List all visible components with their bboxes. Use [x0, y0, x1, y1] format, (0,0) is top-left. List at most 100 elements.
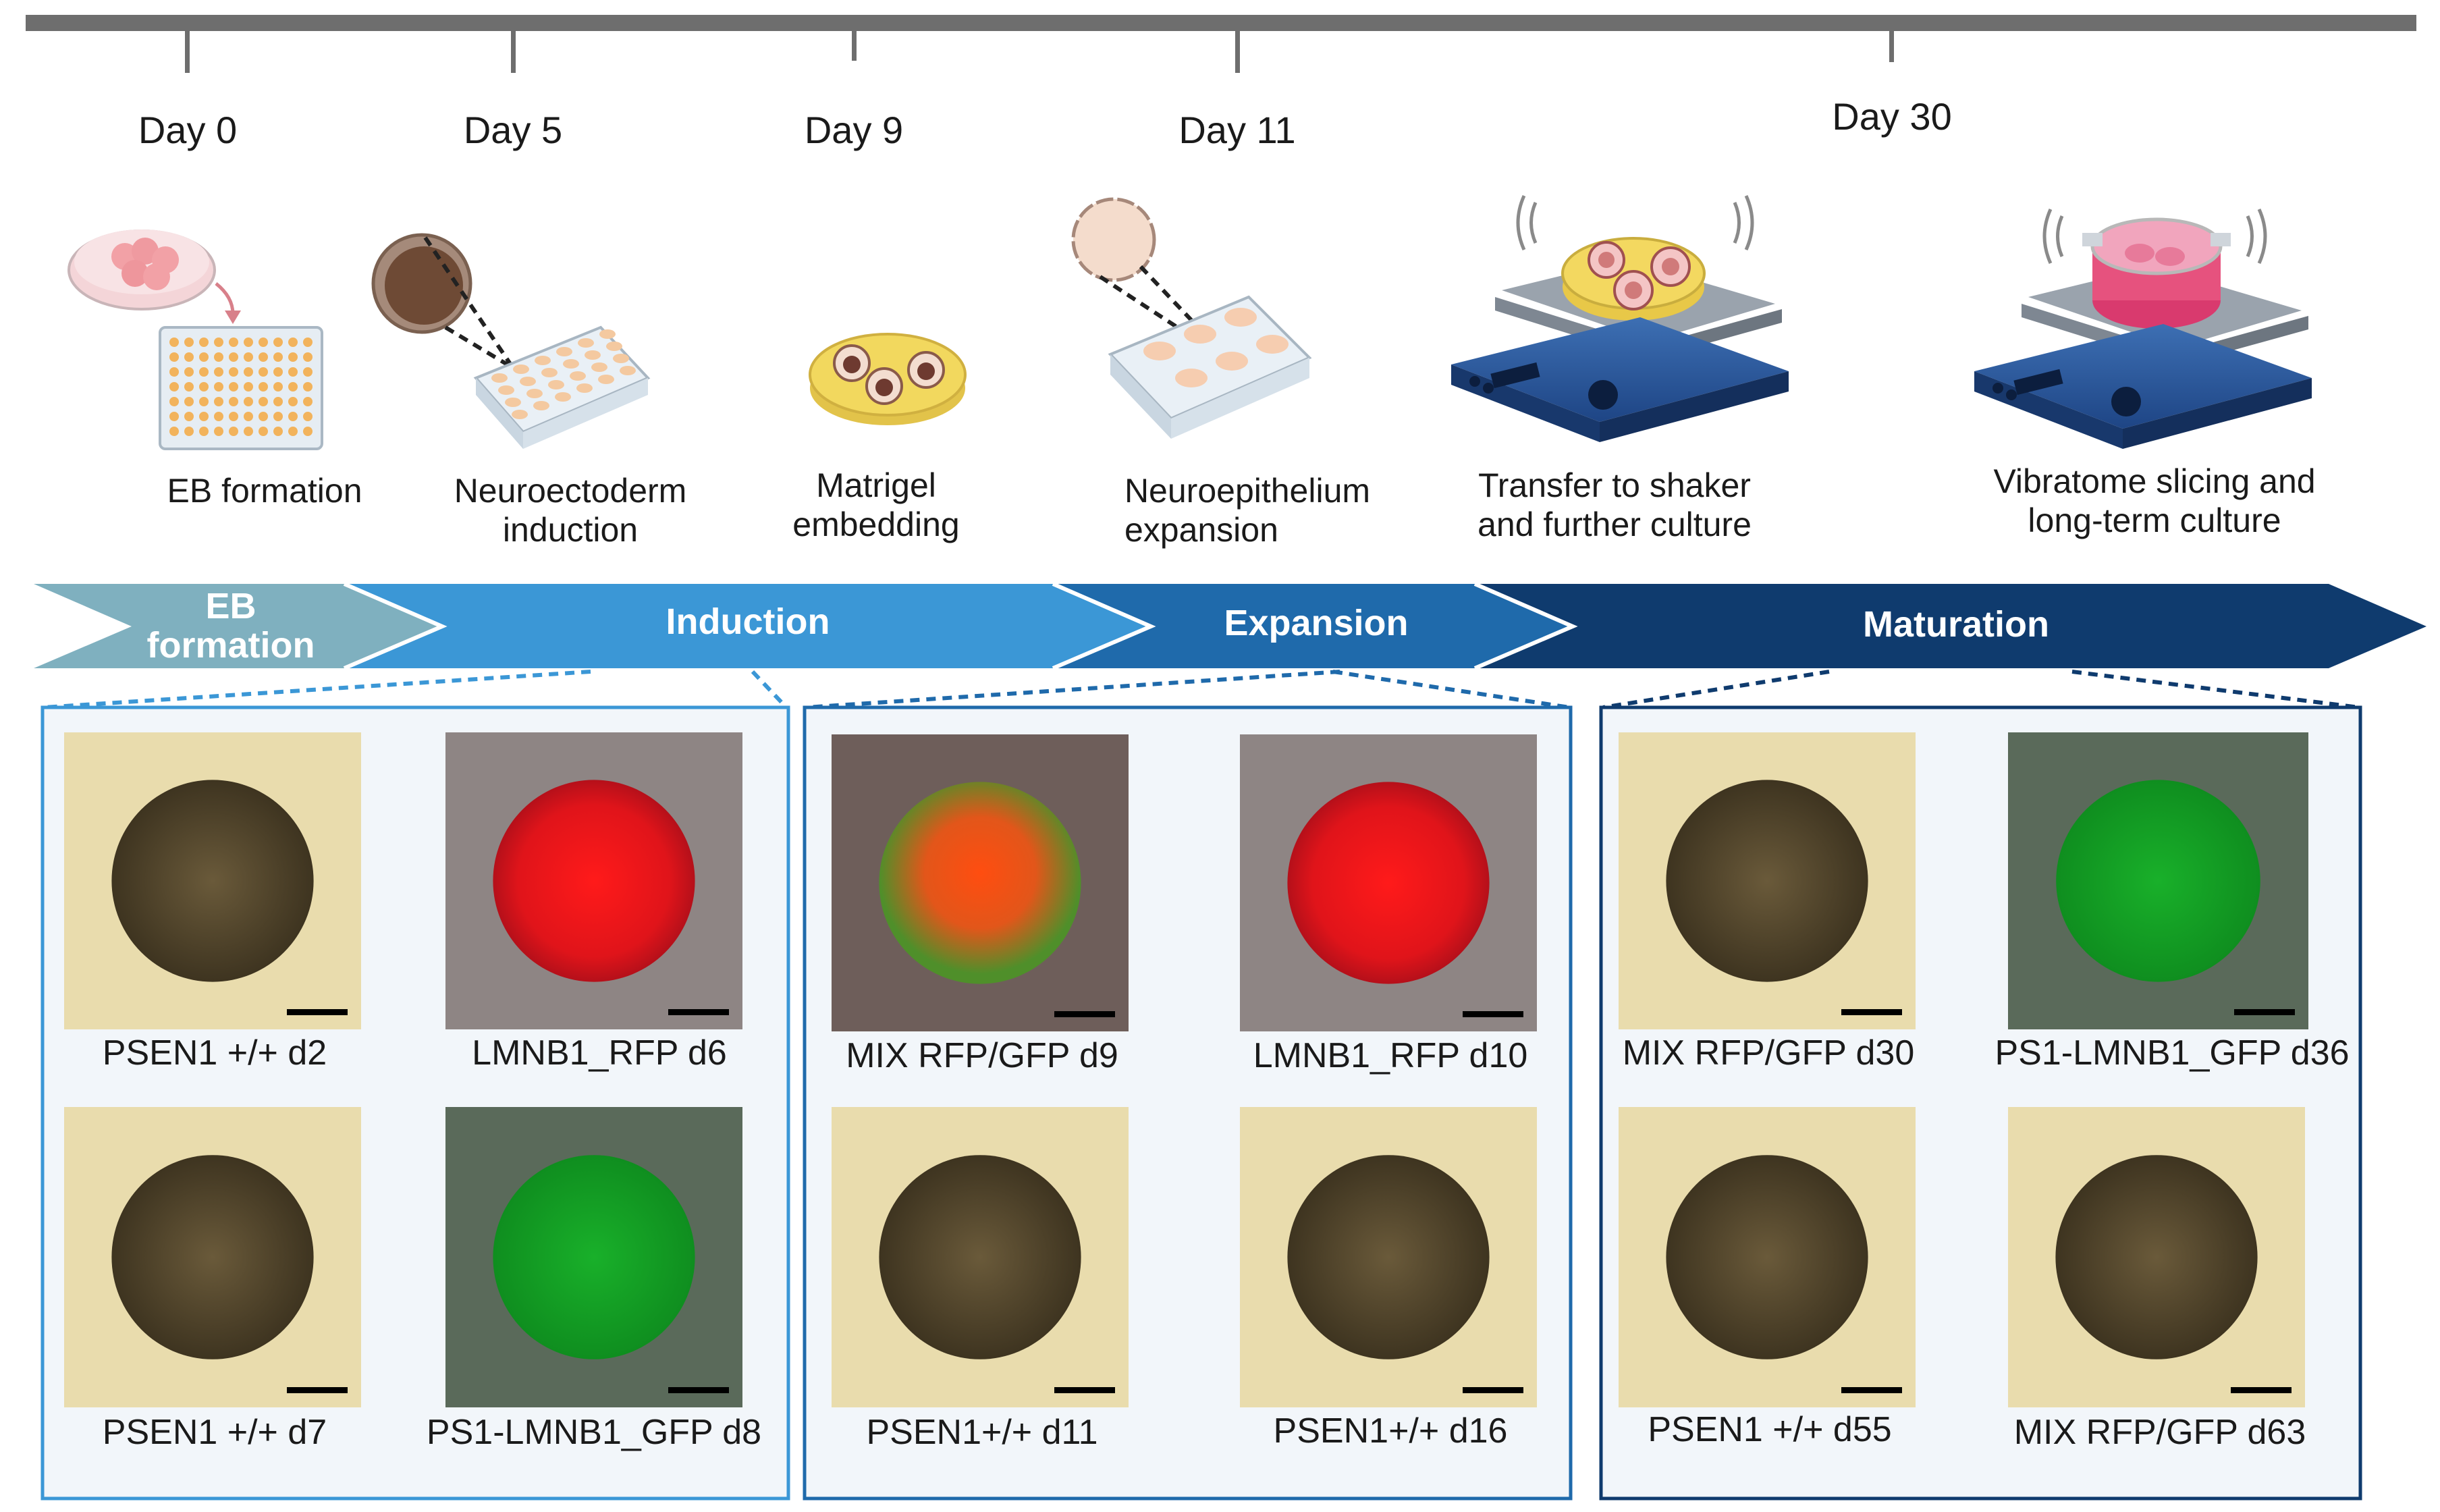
neuroepithelium-bud-icon	[1071, 197, 1203, 343]
image-caption: MIX RFP/GFP d30	[1622, 1033, 1915, 1073]
scale-bar	[668, 1387, 729, 1393]
organoid	[2055, 1155, 2258, 1359]
well	[259, 412, 268, 421]
micrograph-image	[64, 1107, 361, 1407]
well	[576, 383, 593, 393]
scale-bar	[2234, 1009, 2295, 1015]
scale-bar	[1054, 1387, 1115, 1393]
image-caption: PSEN1 +/+ d55	[1648, 1410, 1892, 1449]
well	[288, 412, 298, 421]
micrograph-image	[2008, 732, 2308, 1029]
well	[199, 412, 209, 421]
well	[606, 342, 622, 351]
micrograph-image	[1240, 1107, 1537, 1407]
well	[169, 412, 179, 421]
well	[288, 397, 298, 406]
well	[578, 338, 594, 348]
well	[184, 338, 194, 347]
well-plate-icon	[1108, 295, 1312, 439]
well	[533, 401, 549, 410]
step-label-line: Transfer to shaker	[1478, 466, 1751, 504]
well	[244, 367, 253, 377]
image-caption: MIX RFP/GFP d9	[846, 1036, 1118, 1075]
scale-bar	[287, 1387, 348, 1393]
image-caption: PS1-LMNB1_GFP d36	[1995, 1033, 2350, 1073]
timeline-bar	[26, 15, 2416, 31]
connector-line	[2071, 670, 2360, 709]
image-caption: PS1-LMNB1_GFP d8	[426, 1413, 762, 1452]
connector-line	[806, 670, 1340, 709]
well	[273, 427, 283, 436]
image-caption: LMNB1_RFP d6	[472, 1033, 727, 1073]
organoid	[111, 780, 314, 982]
phase-arrow-expansion	[1053, 584, 1573, 668]
timeline-tick	[511, 31, 516, 73]
well	[303, 367, 313, 377]
scale-bar	[287, 1009, 348, 1015]
phase-arrow-eb-formation	[34, 584, 442, 668]
well	[229, 367, 238, 377]
step-label: Transfer to shaker and further culture	[1477, 466, 1752, 544]
scale-bar	[668, 1009, 729, 1015]
phase-label-induction: Induction	[666, 601, 830, 642]
step-label-line: induction	[502, 511, 639, 549]
embryoid-body-icon	[371, 233, 515, 370]
well	[535, 356, 551, 365]
micrograph-image	[64, 732, 361, 1029]
micrograph-image	[445, 1107, 742, 1407]
image-caption: PSEN1 +/+ d7	[102, 1413, 327, 1452]
step-label: Vibratome slicing and long-term culture	[1993, 462, 2315, 540]
step-label-line: Vibratome slicing and	[1993, 462, 2316, 500]
connector-line	[43, 670, 591, 709]
organoid	[1666, 780, 1868, 982]
micrograph-image	[445, 732, 742, 1029]
step-label-line: expansion	[1124, 511, 1278, 549]
well	[273, 338, 283, 347]
image-caption: PSEN1+/+ d11	[866, 1413, 1098, 1452]
well	[303, 352, 313, 362]
scale-bar	[1841, 1387, 1902, 1393]
well	[505, 398, 521, 407]
well	[513, 364, 529, 374]
well	[184, 352, 194, 362]
well	[259, 367, 268, 377]
image-caption: MIX RFP/GFP d63	[2013, 1413, 2306, 1452]
well	[273, 382, 283, 392]
micrograph-image	[1240, 734, 1537, 1031]
connector-line	[751, 670, 788, 709]
well	[526, 389, 543, 398]
well	[288, 367, 298, 377]
well	[214, 397, 223, 406]
well	[273, 367, 283, 377]
well	[288, 338, 298, 347]
day-label: Day 0	[138, 109, 238, 151]
organoid	[111, 1155, 314, 1359]
well	[169, 367, 179, 377]
matrigel-dish-icon	[809, 333, 967, 425]
well	[563, 359, 579, 369]
well	[169, 352, 179, 362]
micrograph-image	[832, 1107, 1129, 1407]
well	[229, 427, 238, 436]
well	[520, 377, 536, 386]
scale-bar	[2231, 1387, 2292, 1393]
well	[184, 382, 194, 392]
phase-arrow-maturation	[1475, 584, 2427, 668]
step-label-line: embedding	[792, 506, 960, 543]
well	[556, 347, 572, 356]
well	[244, 338, 253, 347]
organoid	[879, 782, 1081, 984]
well	[229, 338, 238, 347]
well	[303, 412, 313, 421]
well	[599, 329, 616, 339]
well	[288, 382, 298, 392]
phase-label-line: EB	[205, 586, 256, 626]
well	[169, 382, 179, 392]
micrograph-image	[1619, 1107, 1916, 1407]
organoid	[493, 780, 695, 982]
scale-bar	[1841, 1009, 1902, 1015]
well	[214, 352, 223, 362]
step-label-line: Neuroepithelium	[1124, 472, 1371, 510]
